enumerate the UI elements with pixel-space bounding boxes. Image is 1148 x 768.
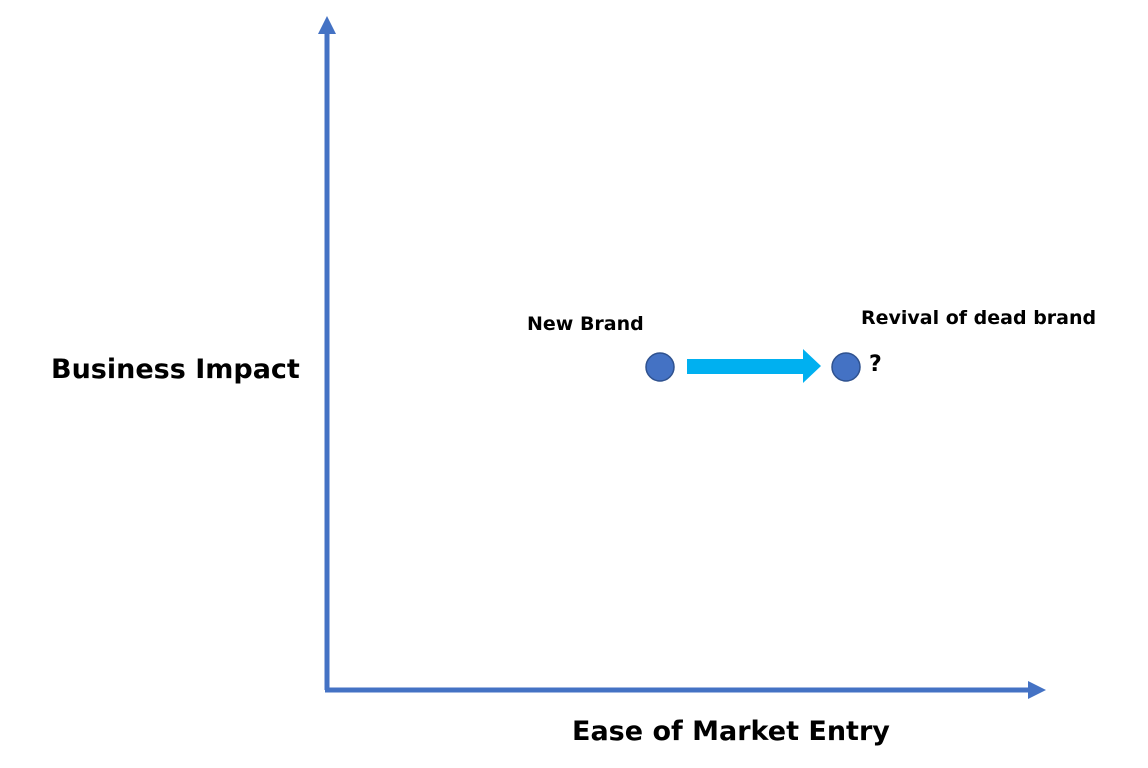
transition-arrow-icon <box>687 349 821 383</box>
point-revival-label: Revival of dead brand <box>861 307 1097 329</box>
point-revival <box>831 352 861 382</box>
point-revival-question-mark: ? <box>869 352 882 377</box>
x-axis-label: Ease of Market Entry <box>572 716 890 747</box>
y-axis-label: Business Impact <box>51 354 300 385</box>
point-new-brand-label: New Brand <box>527 313 644 335</box>
x-axis-arrowhead-icon <box>1028 681 1046 699</box>
point-new-brand <box>645 352 675 382</box>
y-axis-arrowhead-icon <box>318 16 336 34</box>
